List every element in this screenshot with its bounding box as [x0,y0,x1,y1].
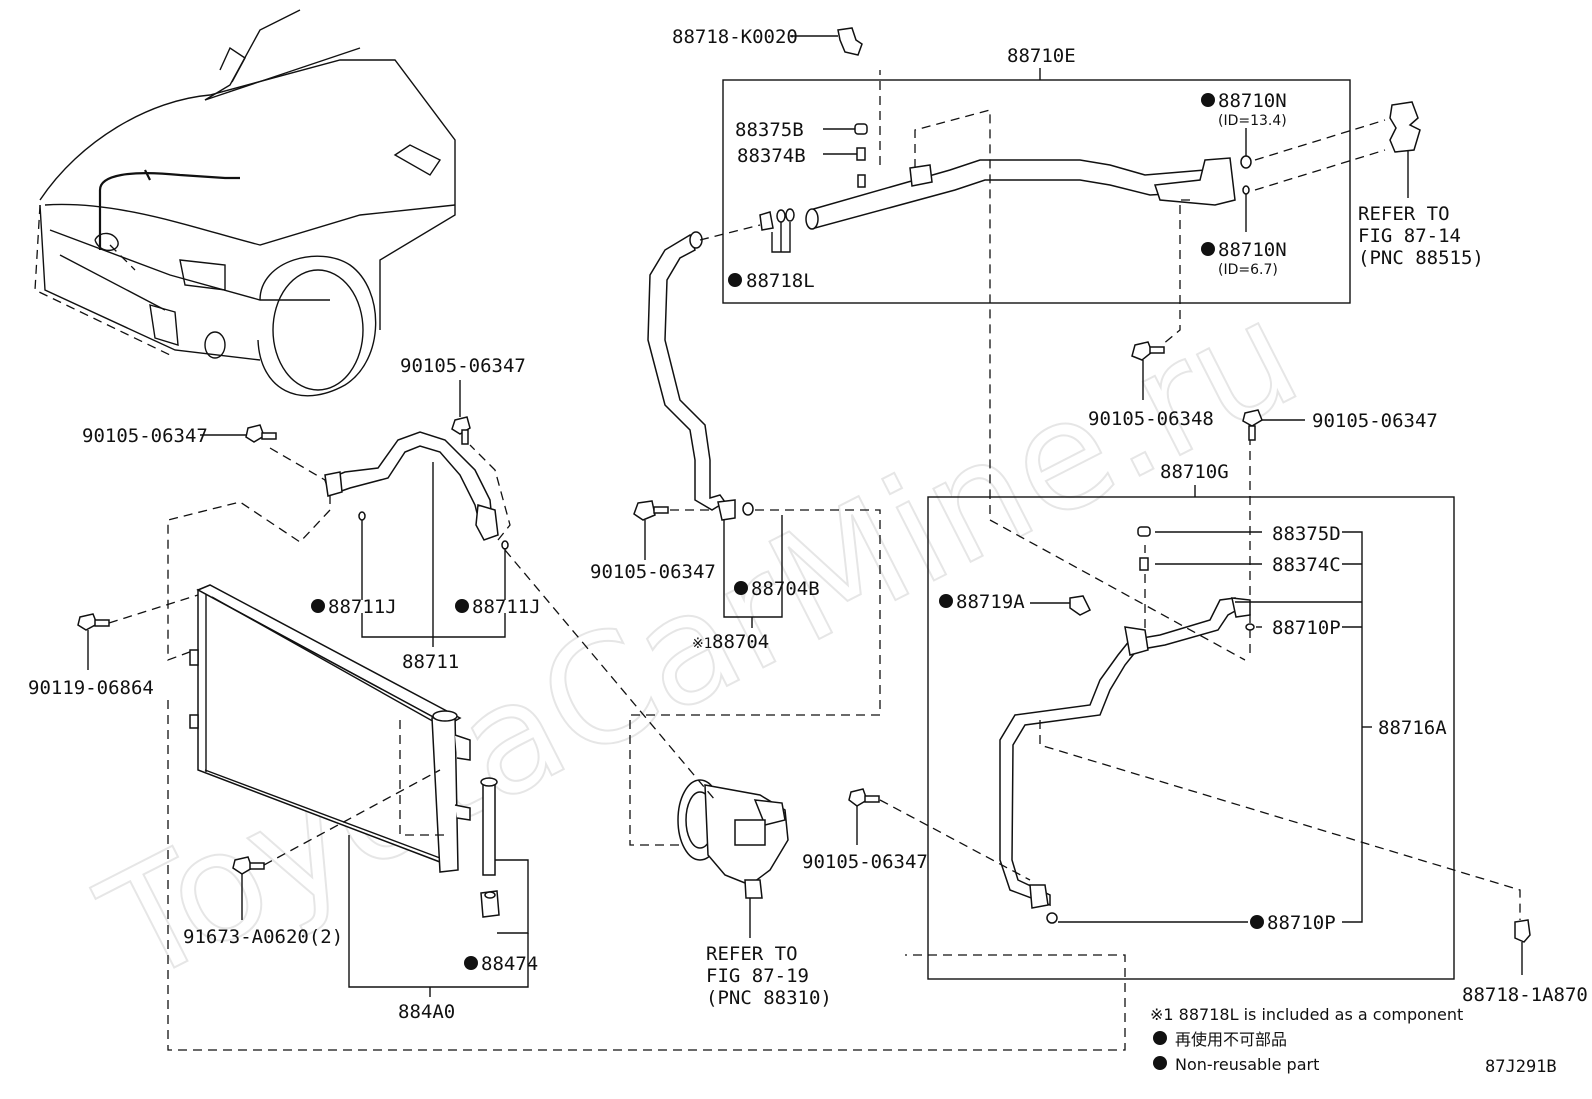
label-88474: 88474 [481,953,538,975]
label-90105-06347-mid: 90105-06347 [590,561,716,583]
label-88704: 88704 [712,631,769,653]
label-88716A: 88716A [1378,717,1447,739]
label-88375D: 88375D [1272,523,1341,545]
label-note-mark: ※1 [692,636,713,652]
bolt-90105-06347-lower: 90105-06347 [802,788,1031,881]
label-id-13-4: (ID=13.4) [1218,113,1287,129]
non-reusable-mark [939,594,953,608]
vehicle-illustration [34,9,456,397]
legend-note-included: ※1 88718L is included as a component [1150,1005,1463,1024]
label-88704B: 88704B [751,578,820,600]
part-88718-1A870: 88718-1A870 [1462,919,1588,1006]
label-88374B: 88374B [737,145,806,167]
label-refer-to-1: REFER TO [1358,203,1450,225]
label-88710G: 88710G [1160,461,1229,483]
label-90119-06864: 90119-06864 [28,677,154,699]
part-compressor-fig-87-19: REFER TO FIG 87-19 (PNC 88310) [677,779,832,1009]
label-refer-to-2: REFER TO [706,943,798,965]
label-90105-06347-left: 90105-06347 [82,425,208,447]
label-90105-06347-lower: 90105-06347 [802,851,928,873]
part-884A0-condenser: 90119-06864 91673-A0620(2) 88474 884A0 [28,584,1126,1051]
label-88710N-lower: 88710N [1218,239,1287,261]
label-90105-06348: 90105-06348 [1088,408,1214,430]
non-reusable-mark [311,599,325,613]
non-reusable-mark [1250,915,1264,929]
label-fig-87-14: FIG 87-14 [1358,225,1461,247]
part-connector-fig-87-14: REFER TO FIG 87-14 (PNC 88515) [1358,101,1484,269]
group-box-88710E [722,79,1351,304]
assembly-88710G: 88710G 88375D 88374C 88719A 88710P 88710… [927,440,1521,980]
label-id-6-7: (ID=6.7) [1218,262,1278,278]
legend-bullet-icon [1153,1056,1167,1070]
legend-non-reusable-jp: 再使用不可部品 [1175,1030,1287,1049]
part-88704-hose: 90105-06347 88704B ※1 88704 [590,224,881,846]
label-pnc-88310: (PNC 88310) [706,987,832,1009]
label-88718L: 88718L [746,270,815,292]
non-reusable-mark [728,273,742,287]
non-reusable-mark [455,599,469,613]
label-88711J-right: 88711J [472,596,541,618]
label-88710P-upper: 88710P [1272,617,1341,639]
legend-bullet-icon [1153,1031,1167,1045]
label-fig-87-19: FIG 87-19 [706,965,809,987]
label-88375B: 88375B [735,119,804,141]
label-88710P-lower: 88710P [1267,912,1336,934]
label-88718-K0020: 88718-K0020 [672,26,798,48]
part-88711-hose: 88711J 88711J 88711 90105-06347 90105-06… [82,355,716,801]
figure-id: 87J291B [1485,1057,1557,1077]
label-88374C: 88374C [1272,554,1341,576]
label-88718-1A870: 88718-1A870 [1462,984,1588,1006]
label-88710E: 88710E [1007,45,1076,67]
legend: ※1 88718L is included as a component 再使用… [1150,1005,1557,1077]
non-reusable-mark [734,581,748,595]
assembly-88710E: 88710E 88375B 88374B 88718L 88710N (ID=1… [722,45,1386,490]
legend-non-reusable-en: Non-reusable part [1175,1055,1319,1074]
bolt-90105-06348: 90105-06348 [1088,341,1214,430]
label-88711: 88711 [402,651,459,673]
label-90105-06347-right: 90105-06347 [1312,410,1438,432]
non-reusable-mark [1201,242,1215,256]
label-88711J-left: 88711J [328,596,397,618]
bolt-90105-06347-right: 90105-06347 [1242,409,1438,441]
label-pnc-88515: (PNC 88515) [1358,247,1484,269]
label-90105-06347-top: 90105-06347 [400,355,526,377]
label-884A0: 884A0 [398,1001,455,1023]
non-reusable-mark [464,956,478,970]
part-88718-K0020: 88718-K0020 [672,26,863,56]
label-88719A: 88719A [956,591,1025,613]
non-reusable-mark [1201,93,1215,107]
label-88710N-upper: 88710N [1218,90,1287,112]
label-91673-A0620: 91673-A0620(2) [183,926,343,948]
group-box-88710G [927,496,1455,980]
